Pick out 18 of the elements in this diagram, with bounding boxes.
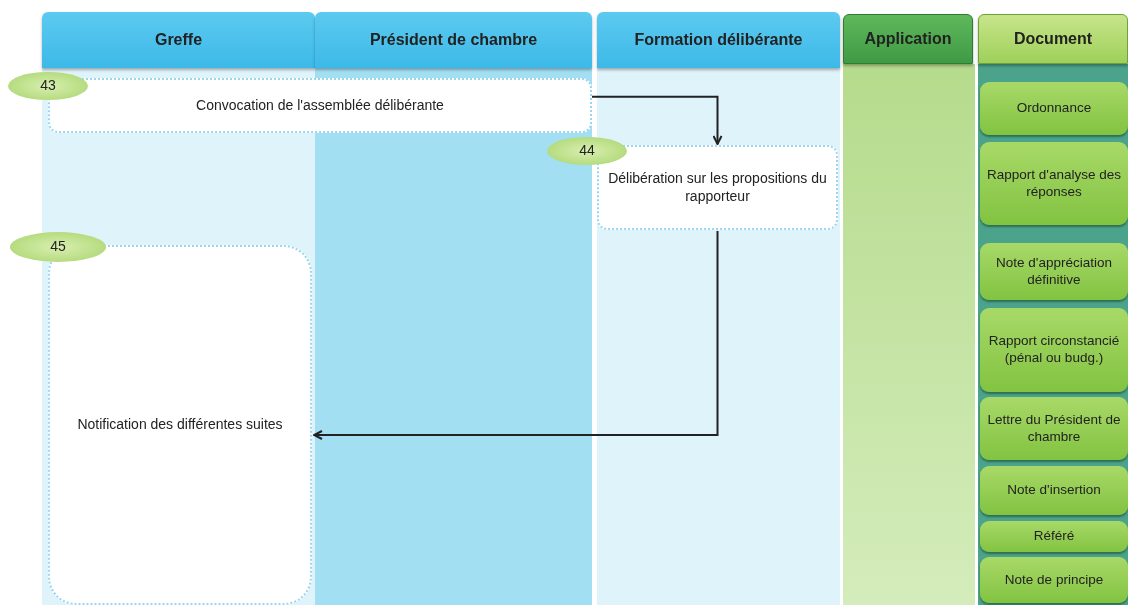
document-box: Ordonnance bbox=[980, 82, 1128, 135]
document-box: Rapport circonstancié (pénal ou budg.) bbox=[980, 308, 1128, 392]
document-box: Note d'appréciation définitive bbox=[980, 243, 1128, 300]
document-box: Note de principe bbox=[980, 557, 1128, 603]
step-number: 45 bbox=[10, 232, 106, 262]
lane-header: Formation délibérante bbox=[597, 12, 840, 68]
lane-header: Greffe bbox=[42, 12, 315, 68]
process-box: Délibération sur les propositions du rapporteur bbox=[597, 145, 838, 230]
document-box: Lettre du Président de chambre bbox=[980, 397, 1128, 460]
lane-header: Président de chambre bbox=[315, 12, 592, 68]
document-box: Rapport d'analyse des réponses bbox=[980, 142, 1128, 225]
step-number: 43 bbox=[8, 72, 88, 100]
lane-header: Document bbox=[978, 14, 1128, 64]
document-box: Note d'insertion bbox=[980, 466, 1128, 515]
arrow bbox=[313, 230, 719, 440]
document-box: Référé bbox=[980, 521, 1128, 552]
arrow bbox=[591, 95, 723, 145]
lane-header: Application bbox=[843, 14, 973, 64]
